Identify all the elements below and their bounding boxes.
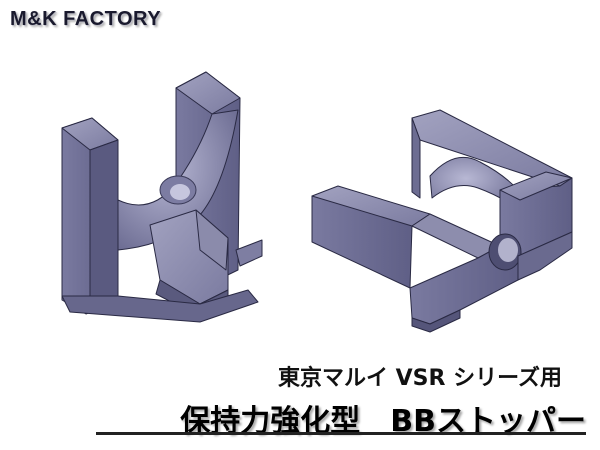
bb-stopper-render-left <box>61 71 263 323</box>
brand-logo: M&K FACTORY <box>10 8 162 30</box>
bb-stopper-render-right <box>311 109 573 333</box>
caption-subtitle: 東京マルイ VSR シリーズ用 <box>277 366 562 391</box>
title-underline <box>96 432 586 435</box>
